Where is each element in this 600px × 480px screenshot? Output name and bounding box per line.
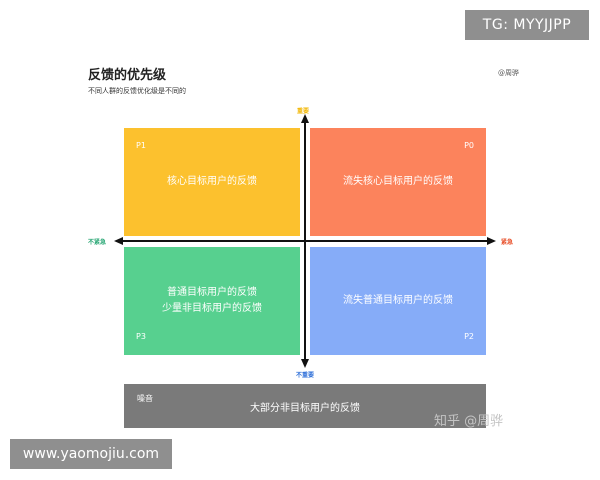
axis-label-urgent: 紧急 <box>501 239 514 246</box>
quadrant-p3-text-line1: 普通目标用户的反馈 <box>167 287 257 298</box>
site-watermark: www.yaomojiu.com <box>10 439 172 469</box>
page-subtitle: 不同人群的反馈优化级是不同的 <box>88 87 186 95</box>
quadrant-p0: P0 流失核心目标用户的反馈 <box>310 128 486 236</box>
axis-label-important: 重要 <box>297 108 310 115</box>
quadrant-p3-text-line2: 少量非目标用户的反馈 <box>162 303 262 314</box>
priority-tag-p2: P2 <box>464 332 474 341</box>
author-tag: @周骅 <box>498 69 519 77</box>
quadrant-p1: P1 核心目标用户的反馈 <box>124 128 300 236</box>
axis-label-not-important: 不重要 <box>296 372 315 379</box>
x-axis-arrow-left <box>114 237 123 245</box>
y-axis-arrow-up <box>301 114 309 123</box>
priority-tag-p3: P3 <box>136 332 146 341</box>
quadrant-p2-text: 流失普通目标用户的反馈 <box>343 295 453 306</box>
tg-watermark: TG: MYYJJPP <box>465 10 589 40</box>
axis-label-not-urgent: 不紧急 <box>88 239 107 246</box>
page-title: 反馈的优先级 <box>88 68 167 83</box>
y-axis-arrow-down <box>301 359 309 368</box>
quadrant-p0-text: 流失核心目标用户的反馈 <box>343 176 453 187</box>
quadrant-p2: 流失普通目标用户的反馈 P2 <box>310 247 486 355</box>
x-axis-arrow-right <box>487 237 496 245</box>
zhihu-watermark: 知乎 @周骅 <box>434 414 504 429</box>
quadrant-p1-text: 核心目标用户的反馈 <box>167 176 257 187</box>
noise-bar: 噪音 大部分非目标用户的反馈 <box>124 384 486 428</box>
priority-tag-p0: P0 <box>464 141 474 150</box>
noise-tag: 噪音 <box>137 394 153 403</box>
quadrant-p3: 普通目标用户的反馈 少量非目标用户的反馈 P3 <box>124 247 300 355</box>
noise-text: 大部分非目标用户的反馈 <box>250 402 360 414</box>
priority-tag-p1: P1 <box>136 141 146 150</box>
